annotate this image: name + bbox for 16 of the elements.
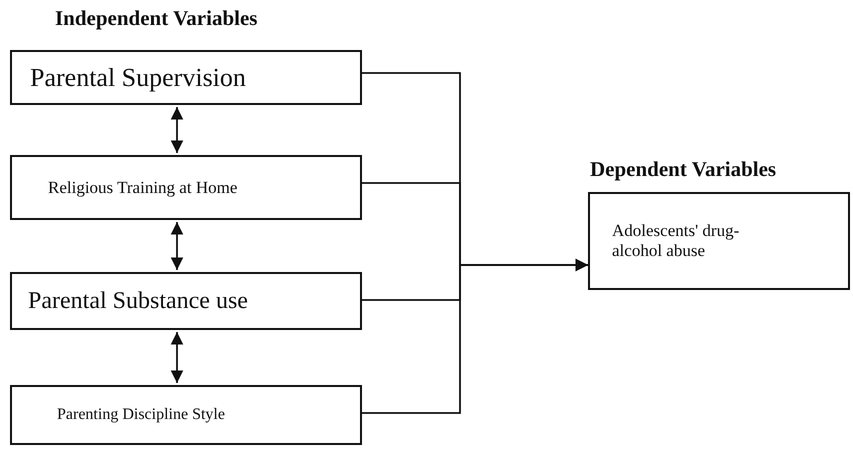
box-label: Adolescents' drug-alcohol abuse [612,221,740,261]
box-label: Religious Training at Home [48,178,238,198]
double-arrow [170,332,184,383]
box-label: Parental Supervision [30,62,246,92]
variable-box [10,385,362,445]
variable-box [10,50,362,105]
section-heading: Independent Variables [55,6,258,31]
double-arrow [170,222,184,270]
double-arrow [170,107,184,153]
box-label: Parental Substance use [28,288,248,314]
section-heading: Dependent Variables [590,157,776,182]
variable-box [588,192,850,290]
box-label: Parenting Discipline Style [57,406,225,424]
variable-box [10,272,362,330]
variable-box [10,155,362,220]
arrow [362,258,588,414]
